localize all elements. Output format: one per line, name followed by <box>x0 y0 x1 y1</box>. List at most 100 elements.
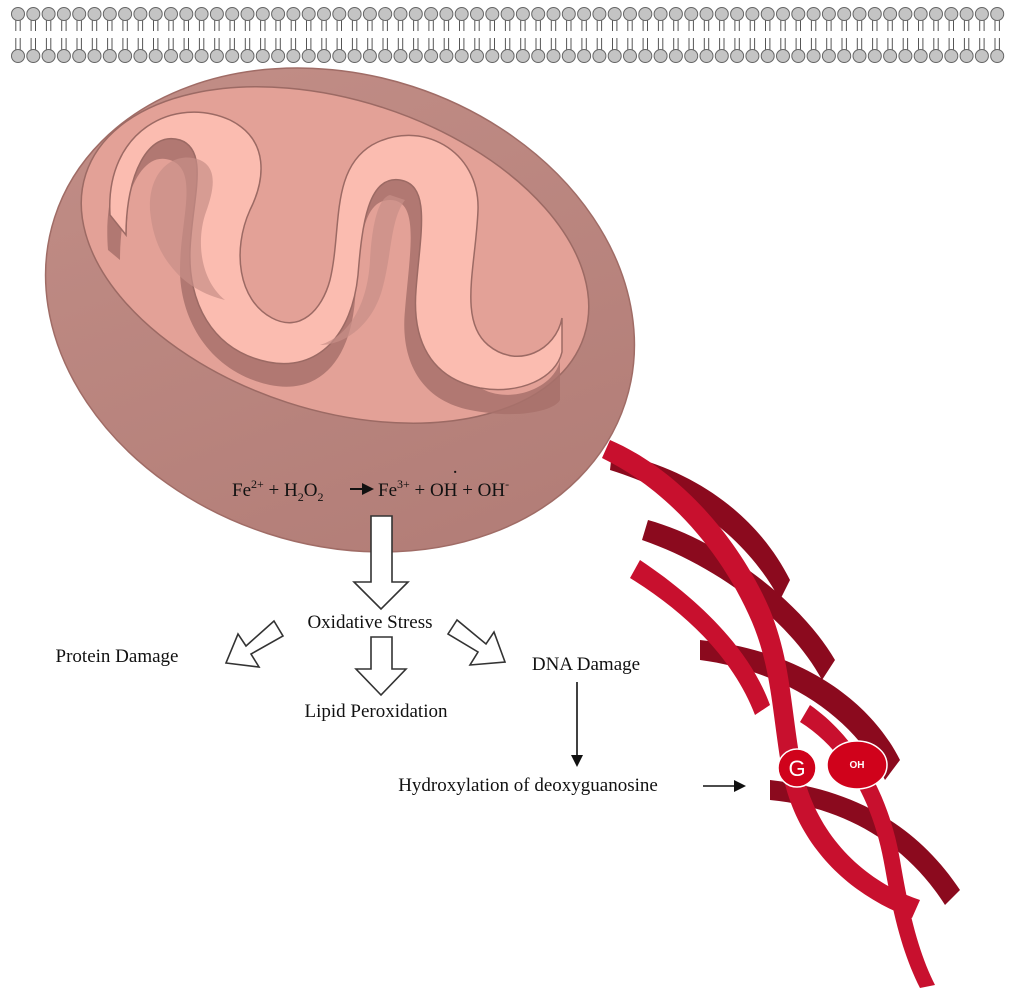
arrow-to-lipid-peroxidation <box>354 636 408 697</box>
lipid-head <box>500 7 515 21</box>
cristae-void <box>320 195 405 345</box>
lipid-head <box>240 49 255 63</box>
lipid-head <box>546 49 561 63</box>
lipid-head <box>638 7 653 21</box>
lipid-head <box>286 49 301 63</box>
lipid-head <box>607 7 622 21</box>
lipid-head <box>209 49 224 63</box>
hydroxyl-label: OH <box>850 760 865 771</box>
lipid-head <box>87 7 102 21</box>
dna-double-helix <box>602 440 960 988</box>
lipid-head <box>561 7 576 21</box>
lipid-head <box>653 7 668 21</box>
lipid-head <box>378 49 393 63</box>
lipid-head <box>944 7 959 21</box>
lipid-head <box>72 7 87 21</box>
lipid-head <box>852 49 867 63</box>
lipid-head <box>592 7 607 21</box>
lipid-head <box>255 7 270 21</box>
lipid-head <box>668 49 683 63</box>
lipid-head <box>852 7 867 21</box>
lipid-head <box>867 7 882 21</box>
lipid-head <box>56 7 71 21</box>
lipid-head <box>898 49 913 63</box>
cristae-fold <box>109 111 563 391</box>
cristae-void <box>149 157 225 300</box>
lipid-head <box>56 49 71 63</box>
lipid-head <box>959 7 974 21</box>
lipid-head <box>944 49 959 63</box>
lipid-head <box>255 49 270 63</box>
lipid-head <box>883 7 898 21</box>
lipid-head <box>837 49 852 63</box>
lipid-head <box>286 7 301 21</box>
lipid-head <box>714 7 729 21</box>
lipid-head <box>439 7 454 21</box>
hydroxylated-guanine: G OH <box>777 740 888 790</box>
lipid-head <box>317 7 331 21</box>
lipid-head <box>684 49 699 63</box>
lipid-head <box>347 49 362 63</box>
dna-front-strand-lower <box>800 705 935 988</box>
lipid-head <box>408 49 423 63</box>
lipid-head <box>424 49 439 63</box>
arrow-to-oxidative-stress <box>352 515 410 611</box>
lipid-head <box>515 7 530 21</box>
lipid-head <box>867 49 882 63</box>
lipid-head <box>424 7 439 21</box>
hollow-arrows <box>224 515 507 697</box>
lipid-head <box>730 49 745 63</box>
lipid-head <box>133 49 148 63</box>
lipid-head <box>179 7 194 21</box>
dna-front-strand-upper <box>630 560 770 715</box>
arrowhead-down <box>571 755 583 767</box>
lipid-head <box>118 7 133 21</box>
guanine-base <box>777 748 817 788</box>
lipid-head <box>194 7 209 21</box>
lipid-head <box>623 7 637 21</box>
lipid-head <box>898 7 913 21</box>
lipid-head <box>592 49 607 63</box>
lipid-head <box>791 7 806 21</box>
lipid-head <box>41 7 56 21</box>
lipid-head <box>546 7 561 21</box>
label-dna-damage: DNA Damage <box>532 654 640 675</box>
lipid-head <box>240 7 255 21</box>
lipid-head <box>883 49 898 63</box>
lipid-head <box>179 49 194 63</box>
lipid-head <box>271 7 286 21</box>
lipid-head <box>408 7 423 21</box>
lipid-head <box>561 49 576 63</box>
hydroxyl-group <box>826 740 888 790</box>
lipid-head <box>102 7 117 21</box>
lipid-head <box>500 49 515 63</box>
lipid-head <box>470 49 484 63</box>
lipid-head <box>760 49 775 63</box>
lipid-head <box>806 7 821 21</box>
lipid-head <box>913 49 928 63</box>
lipid-head <box>347 7 362 21</box>
lipid-head <box>837 7 852 21</box>
lipid-head <box>102 49 117 63</box>
lipid-head <box>668 7 683 21</box>
lipid-head <box>362 7 377 21</box>
lipid-head <box>485 49 500 63</box>
lipid-head <box>577 7 592 21</box>
lipid-head <box>378 7 393 21</box>
reaction-arrowhead <box>362 483 374 495</box>
lipid-head <box>959 49 974 63</box>
lipid-head <box>990 7 1005 21</box>
lipid-head <box>929 7 943 21</box>
lipid-head <box>990 49 1005 63</box>
lipid-head <box>362 49 377 63</box>
lipid-bilayer-membrane <box>11 7 1005 63</box>
lipid-head <box>776 7 790 21</box>
label-protein-damage: Protein Damage <box>56 646 179 667</box>
lipid-head <box>470 7 484 21</box>
lipid-head <box>26 7 41 21</box>
lipid-head <box>515 49 530 63</box>
label-lipid-peroxidation: Lipid Peroxidation <box>304 701 448 722</box>
lipid-head <box>301 7 316 21</box>
lipid-head <box>439 49 454 63</box>
lipid-head <box>454 49 469 63</box>
